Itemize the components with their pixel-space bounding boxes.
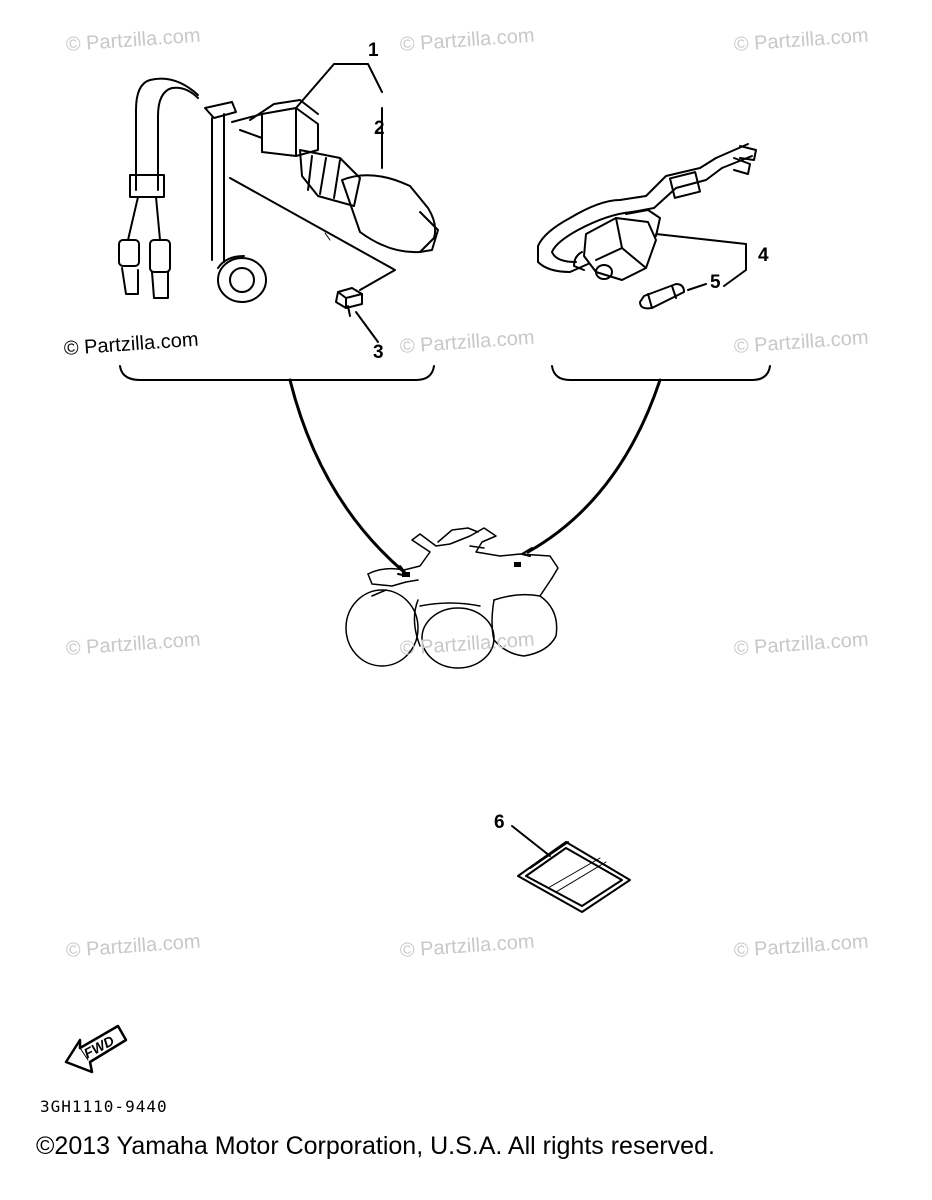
callout-part-5: 5 <box>710 272 721 293</box>
callout-part-3: 3 <box>373 342 384 363</box>
callout-part-2: 2 <box>374 118 385 139</box>
callout-part-4: 4 <box>758 245 769 266</box>
ignition-switch-icon <box>118 77 439 303</box>
copyright-notice: ©2013 Yamaha Motor Corporation, U.S.A. A… <box>36 1132 715 1160</box>
fuse-icon <box>639 283 685 310</box>
bolt-icon <box>335 287 363 317</box>
callout-part-6: 6 <box>494 812 505 833</box>
atv-outline-icon <box>345 527 559 669</box>
diagram-code: 3GH1110-9440 <box>40 1097 168 1116</box>
fwd-arrow-icon <box>64 1024 128 1074</box>
manual-icon <box>517 841 631 913</box>
starter-relay-icon <box>537 143 757 281</box>
callout-part-1: 1 <box>368 40 379 61</box>
